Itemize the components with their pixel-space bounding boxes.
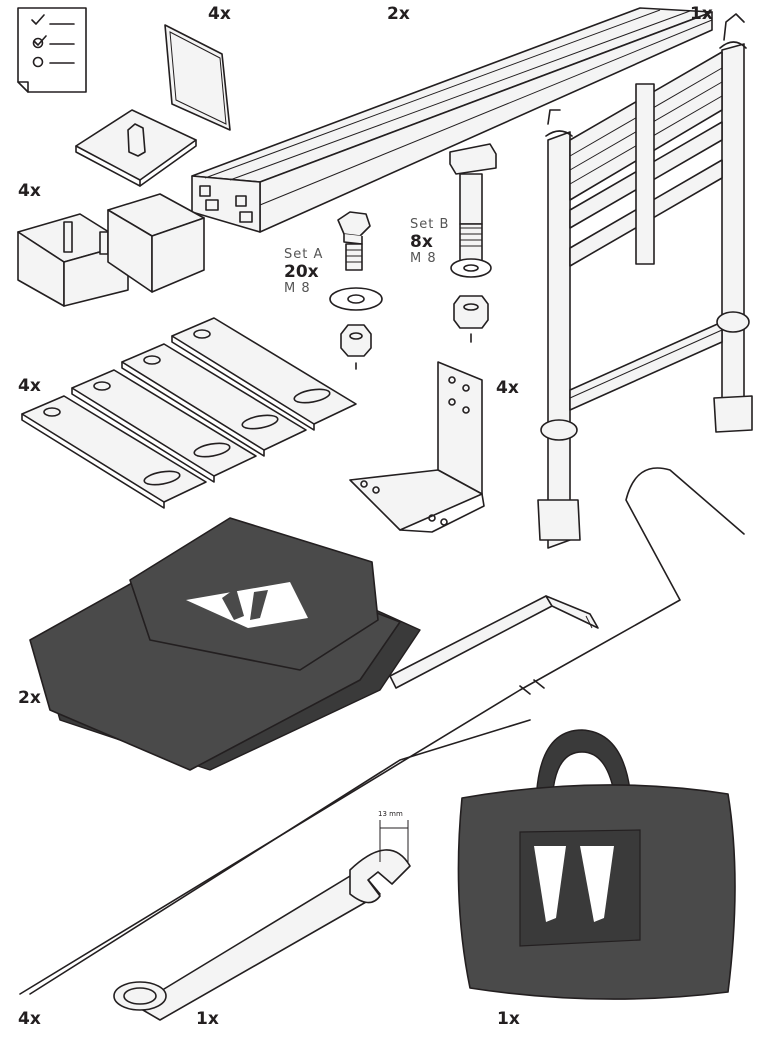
wrench-size-label: 13 mm: [378, 810, 403, 818]
storage-bag-small: [29, 517, 421, 771]
qty-shims: 4x: [18, 376, 41, 396]
bolt-set-a: [329, 211, 383, 370]
checklist-icon: [17, 7, 87, 93]
qty-small-bags: 2x: [18, 688, 41, 708]
set-b-size: M 8: [410, 251, 437, 267]
set-b-count: 8x: [410, 231, 433, 252]
qty-carry-bag: 1x: [497, 1009, 520, 1029]
aluminium-rail: [191, 7, 713, 233]
qty-wrench: 1x: [196, 1009, 219, 1029]
set-b-name: Set B: [410, 217, 450, 232]
set-a-count: 20x: [284, 261, 319, 282]
set-a-name: Set A: [284, 247, 324, 262]
set-a-label: Set A 20x M 8: [284, 247, 324, 297]
end-cap: [75, 109, 197, 187]
set-a-size: M 8: [284, 281, 311, 297]
ground-peg: [19, 467, 745, 995]
wrench: [113, 820, 411, 1021]
qty-end-plates: 4x: [208, 4, 231, 24]
ladder-to-bag-peg: [29, 719, 531, 995]
end-plate: [164, 24, 231, 131]
allen-key: [389, 595, 599, 689]
telescopic-ladder: [537, 13, 753, 549]
rubber-foot: [17, 193, 205, 307]
qty-pegs: 4x: [18, 1009, 41, 1029]
qty-feet: 4x: [18, 181, 41, 201]
set-b-label: Set B 8x M 8: [410, 217, 450, 267]
carry-bag: [457, 729, 736, 1000]
angle-bracket: [349, 361, 485, 533]
slotted-shim: [21, 317, 357, 509]
qty-ladder: 1x: [690, 4, 713, 24]
qty-rails: 2x: [387, 4, 410, 24]
qty-bracket: 4x: [496, 378, 519, 398]
bolt-set-b: [449, 143, 497, 343]
